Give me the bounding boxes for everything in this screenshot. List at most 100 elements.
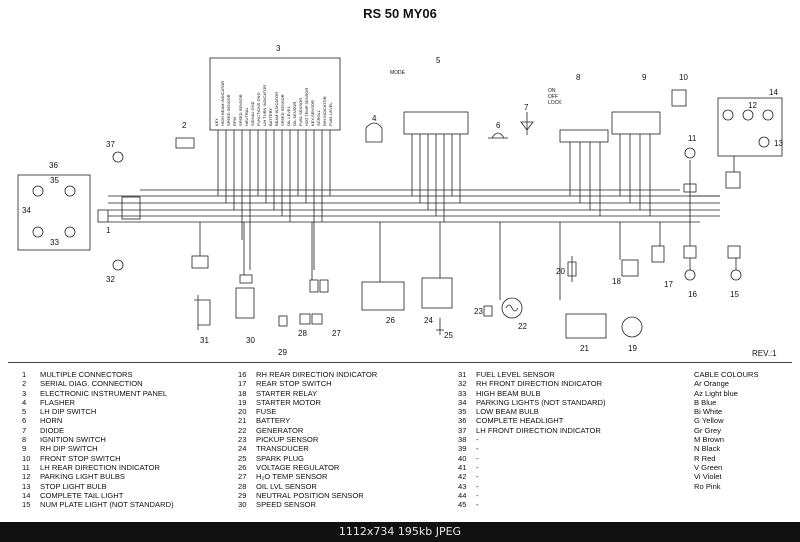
legend-number: 33 [458,388,467,398]
legend-number: 38 [458,435,467,445]
cable-colour-item: B Blue [694,397,717,407]
label-12: 12 [748,101,757,110]
legend-number: 21 [238,416,247,426]
panel-label: BATTERY [268,108,273,126]
label-5: 5 [436,56,441,65]
label-24: 24 [424,316,433,325]
legend-number: 34 [458,397,467,407]
label-32: 32 [106,275,115,284]
legend-number: 45 [458,500,467,510]
cable-colour-item: Gr Grey [694,425,722,435]
label-28: 28 [298,329,307,338]
label-26: 26 [386,316,395,325]
panel-label: RPM [232,117,237,126]
label-10: 10 [679,73,688,82]
separator [8,362,792,363]
legend-text: PARKING LIGHT BULBS [40,472,125,482]
panel-label: KEY-SENSOR [310,100,315,126]
panel-label: SPEED SENSOR [280,94,285,126]
legend-number: 25 [238,453,247,463]
label-30: 30 [246,336,255,345]
cable-colour-item: Ro Pink [694,481,721,491]
label-16: 16 [688,290,697,299]
legend-text: HIGH BEAM BULB [476,388,541,398]
legend-number: 24 [238,444,247,454]
switch-labels: ON OFF LOCK MODE [390,70,562,106]
label-20: 20 [556,267,565,276]
panel-label: SPEED SENSOR [226,94,231,126]
legend-number: 36 [458,416,467,426]
legend-text: REAR STOP SWITCH [256,379,332,389]
label-25: 25 [444,331,453,340]
legend-text: FUEL LEVEL SENSOR [476,370,555,379]
wiring-diagram: 3 5 8 9 10 14 4 7 6 2 11 37 36 35 34 33 … [17,44,783,357]
legend-number: 26 [238,462,247,472]
legend-text: STOP LIGHT BULB [40,481,107,491]
legend-number: 8 [22,435,27,445]
cable-colour-item: M Brown [694,435,724,445]
cable-colour-item: N Black [694,444,721,454]
legend-text: - [476,462,479,472]
legend-number: 44 [458,490,467,500]
panel-label: L/H TURN INDICATOR [262,85,267,126]
cable-colour-item: V Green [694,462,723,472]
cable-colour-item: Bi White [694,407,723,417]
legend-number: 7 [22,425,27,435]
legend-text: STARTER RELAY [256,388,318,398]
legend-number: 11 [22,462,30,472]
label-17: 17 [664,280,673,289]
legend-text: SPARK PLUG [256,453,304,463]
label-22: 22 [518,322,527,331]
label-31: 31 [200,336,209,345]
legend-text: FRONT STOP SWITCH [40,453,121,463]
legend-text: DIODE [40,425,65,435]
legend-text: STARTER MOTOR [256,397,321,407]
panel-label: FUEL SENSOR [298,98,303,126]
legend-text: SERIAL DIAG. CONNECTION [40,379,143,389]
panel-label: SCROLL [316,109,321,126]
panel-label: H2O TEMP SENSOR [304,88,309,126]
label-29: 29 [278,348,287,357]
legend-number: 5 [22,407,27,417]
label-2: 2 [182,121,187,130]
label-33: 33 [50,238,59,247]
legend-text: PICKUP SENSOR [256,435,319,445]
label-15: 15 [730,290,739,299]
cable-colour-item: Ar Orange [694,379,730,389]
legend-number: 37 [458,425,467,435]
panel-label: R/H INDICATOR [322,96,327,126]
panel-label: HIGH BEAM INDICATOR [220,81,225,126]
legend-text: OIL LVL SENSOR [256,481,317,491]
legend-number: 22 [238,425,247,435]
label-36: 36 [49,161,58,170]
legend-text: - [476,444,479,454]
svg-text:MODE: MODE [390,70,406,76]
legend-number: 29 [238,490,247,500]
label-21: 21 [580,344,589,353]
legend-text: - [476,481,479,491]
panel-label: OIL LEVEL [286,105,291,126]
legend-text: NUM PLATE LIGHT (NOT STANDARD) [40,500,174,510]
legend-text: GENERATOR [256,425,304,435]
legend-number: 30 [238,500,247,510]
legend-number: 32 [458,379,467,389]
